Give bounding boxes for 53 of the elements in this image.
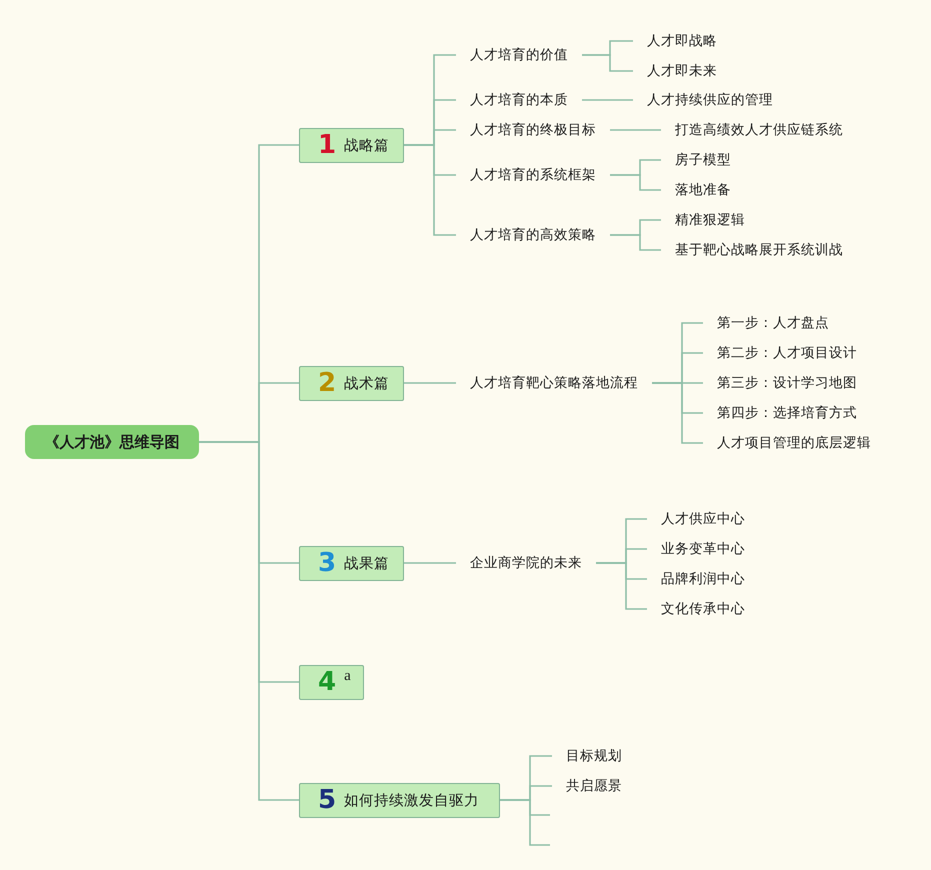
topic-text: 人才培育的终极目标 [456, 119, 610, 141]
topic-number: 4 [318, 667, 336, 697]
topic-text: 人才即战略 [633, 30, 731, 52]
topic-text: 落地准备 [661, 179, 745, 201]
topic-text: 第一步：人才盘点 [703, 312, 843, 334]
connector-line [596, 562, 647, 610]
topic-text: 文化传承中心 [647, 598, 759, 620]
topic-text: 人才培育靶心策略落地流程 [456, 372, 652, 394]
topic-text: 业务变革中心 [647, 538, 759, 560]
topic-text: 共启愿景 [552, 775, 636, 797]
topic-text: 人才培育的高效策略 [456, 224, 610, 246]
topic-text: 品牌利润中心 [647, 568, 759, 590]
topic-label: 战果篇 [344, 554, 390, 572]
topic-label: 如何持续激发自驱力 [344, 792, 480, 810]
topic-text: 第四步：选择培育方式 [703, 402, 871, 424]
topic-label: 战术篇 [344, 374, 390, 392]
topic-text: 人才培育的本质 [456, 89, 582, 111]
connector-line [404, 382, 456, 384]
connector-line [610, 174, 661, 191]
topic-text: 人才项目管理的底层逻辑 [703, 432, 885, 454]
topic-text: 人才持续供应的管理 [633, 89, 787, 111]
main-topic-box [299, 128, 404, 162]
topic-text: 房子模型 [661, 149, 745, 171]
connector-line [610, 234, 661, 251]
topic-text: 精准狠逻辑 [661, 209, 759, 231]
connector-line [610, 129, 661, 131]
topic-text: 企业商学院的未来 [456, 552, 596, 574]
topic-number: 1 [318, 130, 336, 160]
connector-line [652, 382, 703, 444]
connector-line [404, 144, 456, 236]
topic-text: 目标规划 [552, 745, 636, 767]
connector-line [582, 54, 633, 72]
main-topic-box [299, 546, 404, 580]
topic-text: 第二步：人才项目设计 [703, 342, 871, 364]
main-topic-box [299, 782, 500, 818]
topic-number: 2 [318, 368, 336, 398]
topic-text: 第三步：设计学习地图 [703, 372, 871, 394]
connector-line [582, 99, 633, 101]
topic-number: 3 [318, 548, 336, 578]
topic-label: a [344, 668, 351, 684]
central-topic: 《人才池》思维导图 [25, 425, 199, 459]
connector-line [404, 562, 456, 564]
topic-text: 基于靶心战略展开系统训战 [661, 239, 857, 261]
topic-text: 人才培育的系统框架 [456, 164, 610, 186]
connector-line [500, 799, 550, 846]
topic-text: 人才培育的价值 [456, 44, 582, 66]
topic-text: 打造高绩效人才供应链系统 [661, 119, 857, 141]
topic-text: 人才即未来 [633, 60, 731, 82]
topic-number: 5 [318, 785, 336, 815]
topic-label: 战略篇 [344, 136, 390, 154]
main-topic-box [299, 366, 404, 400]
topic-text: 人才供应中心 [647, 508, 759, 530]
main-topic-box [299, 664, 364, 700]
